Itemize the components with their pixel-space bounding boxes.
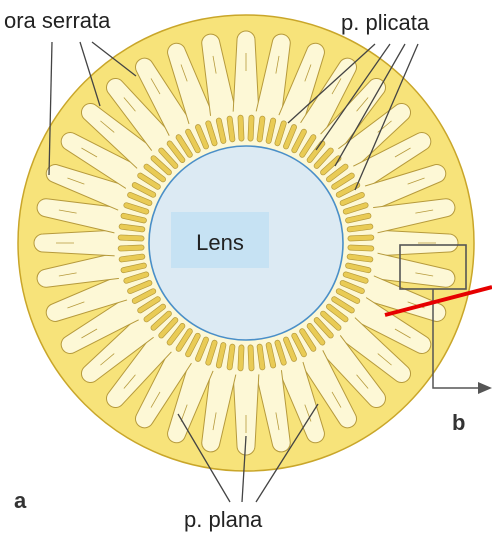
p-plana-label: p. plana xyxy=(184,507,263,532)
pars-plicata-fold-shape xyxy=(118,235,144,241)
pars-plana-lobe xyxy=(233,31,259,115)
pars-plicata-fold-shape xyxy=(348,245,374,251)
pars-plicata-fold-shape xyxy=(238,345,244,371)
pars-plicata-fold xyxy=(238,345,244,371)
pars-plicata-fold-shape xyxy=(248,345,254,371)
pars-plana-lobe-shape xyxy=(374,230,458,256)
panel-b-label: b xyxy=(452,410,465,435)
pars-plicata-fold xyxy=(248,345,254,371)
panel-a-label: a xyxy=(14,488,27,513)
p-plicata-label: p. plicata xyxy=(341,10,430,35)
pars-plana-lobe-shape xyxy=(34,230,118,256)
pars-plicata-fold xyxy=(248,115,254,141)
pars-plicata-fold xyxy=(348,245,374,251)
pars-plicata-fold-shape xyxy=(118,245,144,251)
ora-serrata-label: ora serrata xyxy=(4,8,111,33)
detail-arrowhead xyxy=(478,382,492,394)
pars-plicata-fold-shape xyxy=(248,115,254,141)
pars-plana-lobe xyxy=(374,230,458,256)
pars-plicata-fold xyxy=(118,245,144,251)
pars-plicata-fold-shape xyxy=(238,115,244,141)
pars-plana-lobe-shape xyxy=(233,31,259,115)
pars-plicata-fold-shape xyxy=(348,235,374,241)
pars-plana-lobe xyxy=(34,230,118,256)
pars-plicata-fold xyxy=(118,235,144,241)
pars-plicata-fold xyxy=(348,235,374,241)
lens-label: Lens xyxy=(196,230,244,255)
pars-plicata-fold xyxy=(238,115,244,141)
